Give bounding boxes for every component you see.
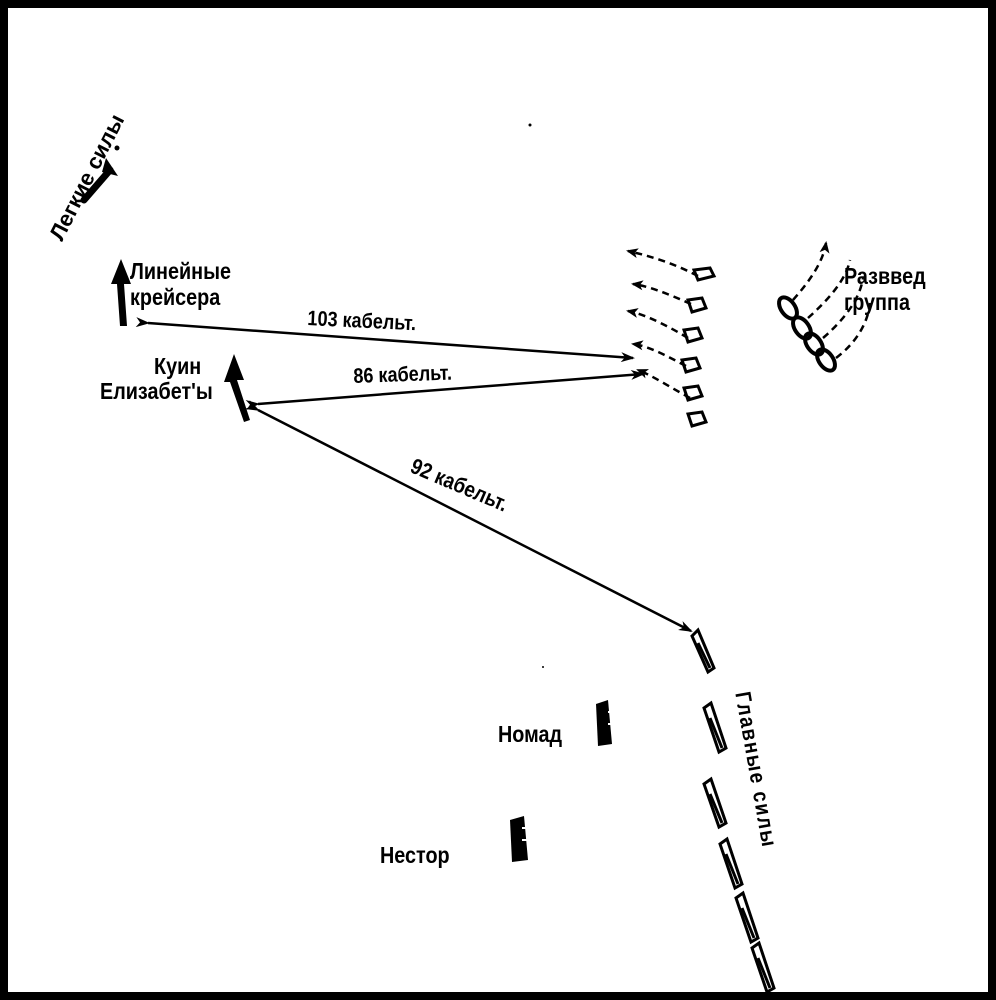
nomad-label: Номад	[498, 721, 563, 747]
battlecruisers-label-line2: крейсера	[130, 284, 221, 310]
nestor-label: Нестор	[380, 842, 450, 868]
range-86-wrap: 86 кабельт.	[352, 361, 468, 388]
nestor-ship	[510, 816, 528, 862]
enemy-battlecruiser-tracks	[626, 248, 699, 400]
print-speck	[528, 123, 532, 127]
scouting-group-label-line2: группа	[844, 289, 910, 315]
scouting-group-label-line1: Разввед	[844, 263, 926, 289]
battlecruisers-ship	[111, 259, 131, 326]
light-forces-ship	[80, 145, 120, 204]
battlecruisers-label: Линейные крейсера	[130, 258, 231, 310]
scouting-group-tracks	[792, 241, 872, 359]
queen-elizabeth-ship	[224, 354, 250, 422]
nomad-ship	[596, 700, 614, 746]
queen-elizabeth-label-line2: Елизабет'ы	[100, 378, 213, 404]
main-forces-lead-ship	[690, 627, 716, 675]
range-line-103	[135, 317, 635, 363]
scouting-group-label: Разввед группа	[844, 263, 926, 315]
scouting-group-ships	[777, 295, 837, 373]
range-line-92	[245, 400, 693, 633]
range-103-label: 103 кабельт.	[306, 307, 417, 336]
enemy-battlecruiser-ships	[680, 266, 717, 428]
range-86-label: 86 кабельт.	[352, 361, 453, 388]
battlecruisers-label-line1: Линейные	[130, 258, 231, 284]
range-line-86	[245, 369, 645, 410]
main-forces-ships	[702, 700, 776, 992]
queen-elizabeth-label-line1: Куин	[154, 353, 202, 379]
battle-scheme	[80, 123, 872, 992]
print-speck	[542, 666, 544, 668]
